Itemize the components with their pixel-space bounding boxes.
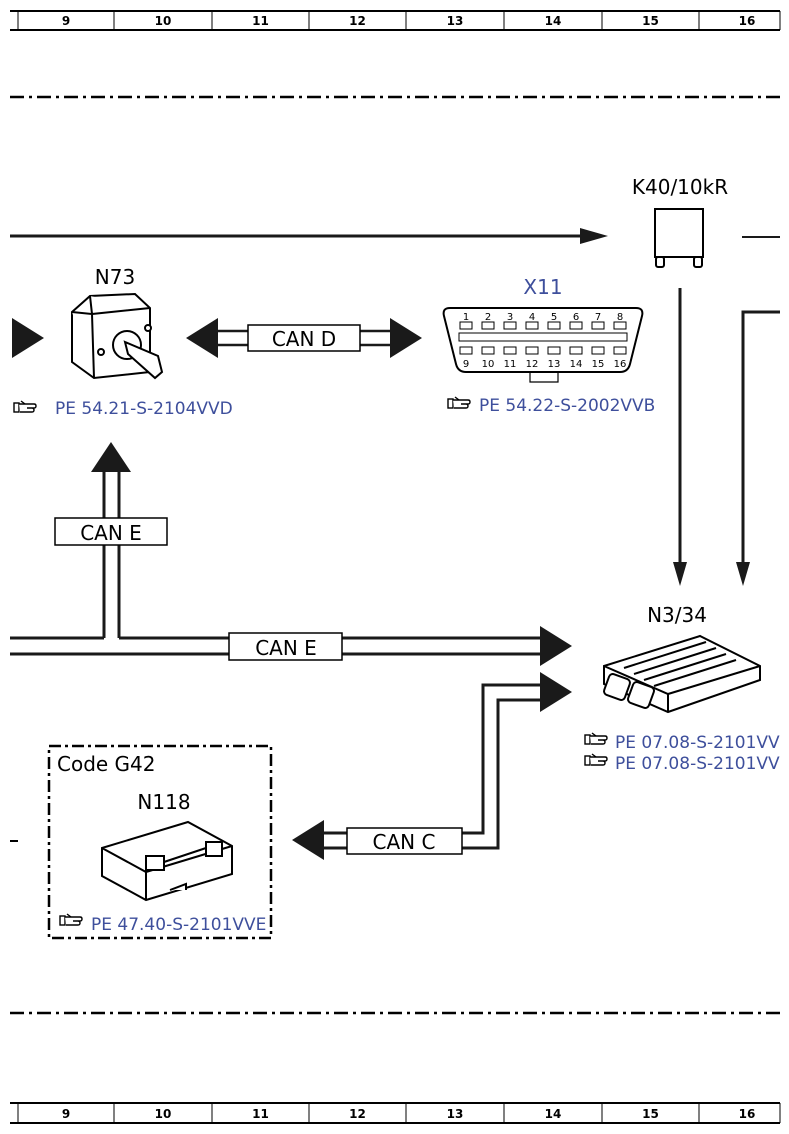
pointing-hand-icon (584, 753, 608, 766)
pin-number: 2 (485, 312, 491, 323)
ecu-icon (603, 634, 761, 714)
can-d-bus: CAN D (186, 318, 422, 358)
grid-number: 15 (642, 14, 659, 28)
arrow-to-relay (10, 228, 608, 244)
ecu-ref-link-2[interactable]: PE 07.08-S-2101VV (615, 754, 780, 774)
pin-number: 16 (614, 359, 627, 370)
pin-number: 10 (482, 359, 495, 370)
n118-ref-link[interactable]: PE 47.40-S-2101VVE (91, 915, 266, 935)
pin-number: 4 (529, 312, 535, 323)
grid-number: 16 (739, 14, 756, 28)
ecu-ref-link-1[interactable]: PE 07.08-S-2101VV (615, 733, 780, 753)
grid-number: 13 (447, 14, 464, 28)
grid-number: 13 (447, 1107, 464, 1121)
can-e-vertical-bus: CAN E (54, 442, 168, 638)
grid-number: 15 (642, 1107, 659, 1121)
pin-number: 12 (526, 359, 539, 370)
relay-k40: K40/10kR (632, 175, 780, 268)
ecu-label: N3/34 (647, 603, 707, 627)
grid-number: 11 (252, 1107, 269, 1121)
grid-number: 16 (739, 1107, 756, 1121)
pointing-hand-icon (447, 396, 471, 409)
ecu-n3-34: N3/34 PE 07.08-S-2101VV PE 07.08-S-2101V… (584, 603, 780, 774)
pin-number: 8 (617, 312, 623, 323)
grid-number: 9 (62, 14, 70, 28)
grid-number: 12 (349, 1107, 366, 1121)
grid-number: 10 (155, 1107, 172, 1121)
pin-number: 14 (570, 359, 583, 370)
can-e-horizontal-bus: CAN E (10, 626, 572, 666)
pin-number: 15 (592, 359, 605, 370)
pointing-hand-icon (59, 913, 83, 926)
pin-number: 6 (573, 312, 579, 323)
grid-number: 11 (252, 14, 269, 28)
relay-to-ecu-lines (673, 288, 780, 586)
pin-number: 7 (595, 312, 601, 323)
pin-contact (591, 346, 605, 355)
pin-contact (613, 346, 627, 355)
module-n118-icon (101, 820, 233, 902)
can-c-bus: CAN C (292, 672, 572, 860)
pin-contact (481, 321, 495, 330)
pin-contact (459, 321, 473, 330)
grid-number: 14 (545, 1107, 562, 1121)
grid-number: 14 (545, 14, 562, 28)
top-grid-strip: 9 10 11 12 13 14 15 16 (10, 10, 781, 31)
x11-reference[interactable]: PE 54.22-S-2002VVB (447, 396, 655, 416)
pin-contact (459, 346, 473, 355)
can-c-label: CAN C (373, 830, 436, 854)
pin-number: 3 (507, 312, 513, 323)
ignition-switch-n73: N73 (12, 265, 164, 380)
code-g42-box: Code G42 N118 PE 47.40-S-2101VVE (10, 744, 273, 940)
grid-number: 12 (349, 14, 366, 28)
can-e-vertical-label: CAN E (80, 521, 142, 545)
x11-label: X11 (523, 275, 562, 299)
pin-contact (525, 346, 539, 355)
pin-number: 11 (504, 359, 517, 370)
pin-contact (481, 346, 495, 355)
can-d-label: CAN D (272, 327, 336, 351)
pin-contact (525, 321, 539, 330)
bottom-grid-strip: 9 10 11 12 13 14 15 16 (10, 1102, 781, 1124)
pin-contact (569, 321, 583, 330)
grid-number: 10 (155, 14, 172, 28)
pointing-hand-icon (584, 732, 608, 745)
pin-contact (547, 321, 561, 330)
can-e-horizontal-label: CAN E (255, 636, 317, 660)
n73-reference[interactable]: PE 54.21-S-2104VVD (13, 399, 233, 419)
pin-contact (591, 321, 605, 330)
n73-ref-link[interactable]: PE 54.21-S-2104VVD (55, 399, 233, 419)
n118-label: N118 (137, 790, 190, 814)
n73-label: N73 (95, 265, 135, 289)
pin-number: 5 (551, 312, 557, 323)
pin-contact (569, 346, 583, 355)
pointing-hand-icon (13, 400, 37, 413)
grid-number: 9 (62, 1107, 70, 1121)
ignition-switch-icon (71, 292, 164, 380)
pin-number: 13 (548, 359, 561, 370)
pin-contact (547, 346, 561, 355)
x11-ref-link[interactable]: PE 54.22-S-2002VVB (479, 396, 655, 416)
pin-contact (503, 346, 517, 355)
relay-label: K40/10kR (632, 175, 728, 199)
code-g42-label: Code G42 (57, 752, 156, 776)
pin-contact (503, 321, 517, 330)
pin-number: 1 (463, 312, 469, 323)
pin-contact (613, 321, 627, 330)
pin-number: 9 (463, 359, 469, 370)
